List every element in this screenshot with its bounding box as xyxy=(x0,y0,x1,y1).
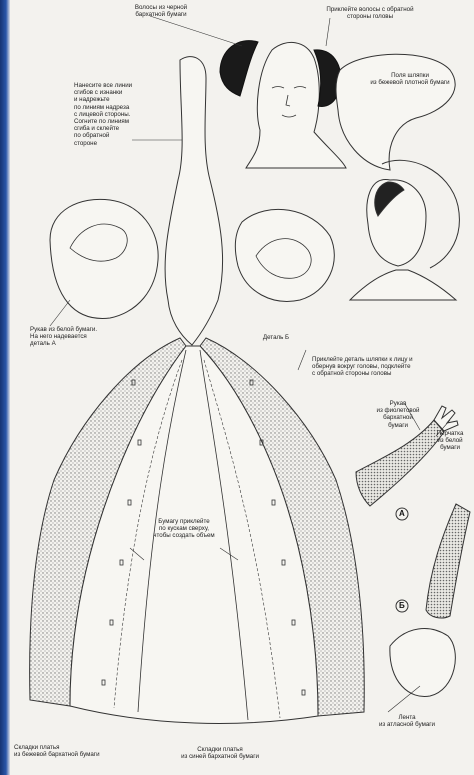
label-glove-fingers: Перчатка из белой бумаги xyxy=(428,430,472,452)
page-edge-shadow xyxy=(0,0,10,775)
label-glue-hair: Приклейте волосы с обратной стороны голо… xyxy=(310,6,430,20)
label-glove-arm: Рукав из фиолетовой бархатной бумаги xyxy=(366,400,430,429)
marker-b: Б xyxy=(399,601,405,610)
label-bonnet-brim: Поля шляпки из бежевой плотной бумаги xyxy=(360,72,460,86)
label-ribbon: Лента из атласной бумаги xyxy=(362,714,452,728)
bonnet-shoulders xyxy=(350,270,456,300)
glove-arm-b xyxy=(426,504,470,618)
hair-piece-left xyxy=(220,41,258,96)
sleeve-left xyxy=(50,199,158,318)
marker-a: A xyxy=(399,509,405,518)
ribbon-b xyxy=(390,629,455,697)
label-detail-b: Деталь Б xyxy=(246,334,306,341)
label-skirt-left: Складки платья из бежевой бархатной бума… xyxy=(14,744,134,758)
pattern-sheet: Волосы из черной бархатной бумаги Прикле… xyxy=(10,0,474,775)
label-skirt-center: Складки платья из синей бархатной бумаги xyxy=(160,746,280,760)
torso-outline xyxy=(165,57,223,345)
label-hair-pieces: Волосы из черной бархатной бумаги xyxy=(106,4,216,18)
sleeve-right xyxy=(235,209,334,301)
label-fold-instructions: Нанесите все линии сгибов с изнанки и на… xyxy=(74,82,158,147)
label-sleeve: Рукав из белой бумаги. На него надеваетс… xyxy=(30,326,130,348)
label-dress-note: Бумагу приклейте по кускам сверху, чтобы… xyxy=(134,518,234,540)
label-glue-bonnet: Приклейте деталь шляпки к лицу и обернув… xyxy=(312,356,462,378)
